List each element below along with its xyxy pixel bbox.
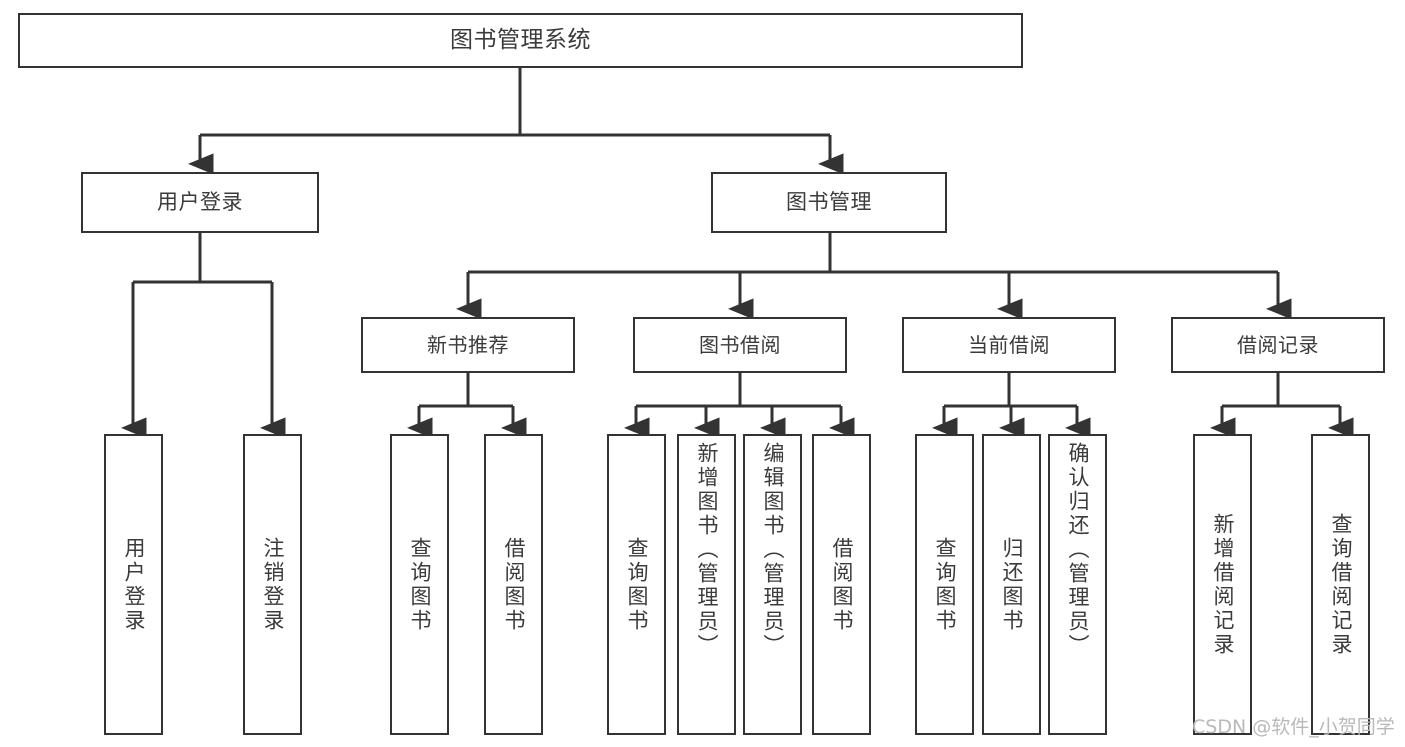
node-leaf-confirm-return-admin-label: 确认归还（管理员） (1066, 442, 1091, 658)
node-root-system[interactable]: 图书管理系统 (18, 13, 1023, 68)
node-leaf-borrow-book-recommend[interactable]: 借阅图书 (484, 434, 543, 735)
node-leaf-edit-book-admin-label: 编辑图书（管理员） (761, 442, 786, 658)
node-new-book-recommend[interactable]: 新书推荐 (361, 317, 575, 373)
node-leaf-add-book-admin[interactable]: 新增图书（管理员） (677, 434, 736, 735)
node-new-book-recommend-label: 新书推荐 (427, 332, 509, 357)
node-user-login[interactable]: 用户登录 (81, 172, 319, 233)
node-leaf-query-book-recommend[interactable]: 查询图书 (390, 434, 449, 735)
node-leaf-user-login-label: 用户登录 (122, 536, 147, 633)
node-borrow-record[interactable]: 借阅记录 (1171, 317, 1385, 373)
node-leaf-return-book[interactable]: 归还图书 (982, 434, 1041, 735)
node-leaf-add-book-admin-label: 新增图书（管理员） (695, 442, 720, 658)
node-leaf-query-book-current-label: 查询图书 (933, 536, 958, 633)
node-leaf-query-book-current[interactable]: 查询图书 (915, 434, 974, 735)
node-leaf-borrow-book-label: 借阅图书 (830, 536, 855, 633)
node-leaf-return-book-label: 归还图书 (1000, 536, 1025, 633)
node-leaf-user-login[interactable]: 用户登录 (104, 434, 163, 735)
node-book-management[interactable]: 图书管理 (711, 172, 947, 233)
node-leaf-edit-book-admin[interactable]: 编辑图书（管理员） (743, 434, 802, 735)
node-leaf-confirm-return-admin[interactable]: 确认归还（管理员） (1048, 434, 1107, 735)
node-leaf-query-book-borrow[interactable]: 查询图书 (607, 434, 666, 735)
node-current-borrow-label: 当前借阅 (968, 332, 1050, 357)
node-leaf-query-book-borrow-label: 查询图书 (625, 536, 650, 633)
node-leaf-query-borrow-record-label: 查询借阅记录 (1329, 512, 1354, 657)
node-leaf-query-borrow-record[interactable]: 查询借阅记录 (1311, 434, 1370, 735)
node-leaf-logout[interactable]: 注销登录 (243, 434, 302, 735)
node-leaf-add-borrow-record-label: 新增借阅记录 (1211, 512, 1236, 657)
node-root-system-label: 图书管理系统 (450, 27, 591, 54)
node-book-borrow[interactable]: 图书借阅 (633, 317, 847, 373)
node-leaf-logout-label: 注销登录 (261, 536, 286, 633)
node-leaf-borrow-book-recommend-label: 借阅图书 (502, 536, 527, 633)
node-book-management-label: 图书管理 (786, 190, 872, 215)
node-leaf-add-borrow-record[interactable]: 新增借阅记录 (1193, 434, 1252, 735)
node-current-borrow[interactable]: 当前借阅 (902, 317, 1116, 373)
node-leaf-query-book-recommend-label: 查询图书 (408, 536, 433, 633)
node-leaf-borrow-book[interactable]: 借阅图书 (812, 434, 871, 735)
node-borrow-record-label: 借阅记录 (1237, 332, 1319, 357)
node-user-login-label: 用户登录 (157, 190, 243, 215)
node-book-borrow-label: 图书借阅 (699, 332, 781, 357)
